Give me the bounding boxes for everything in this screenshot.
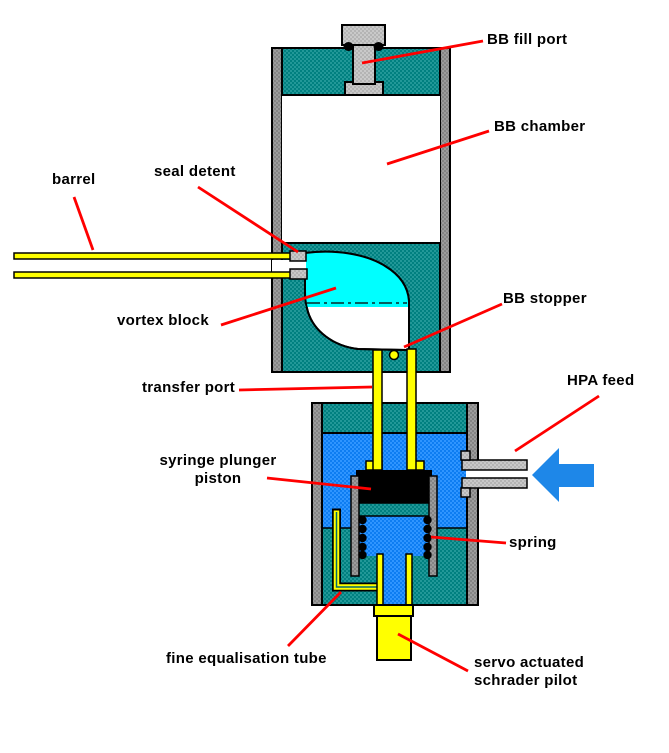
barrel-upper-wall bbox=[13, 252, 292, 260]
leader-schrader-pilot bbox=[397, 632, 469, 673]
valve-left-wall bbox=[311, 402, 323, 606]
leader-vortex-block bbox=[220, 286, 337, 327]
label-hpa-feed: HPA feed bbox=[567, 372, 635, 389]
leader-equalisation-tube bbox=[287, 591, 342, 647]
piston-seal bbox=[357, 502, 432, 517]
spring-coils bbox=[358, 515, 432, 560]
label-syringe-plunger-piston: syringe plunger piston bbox=[159, 452, 277, 487]
schrader-pilot-flange bbox=[373, 604, 414, 617]
transfer-port-wall-right bbox=[406, 348, 417, 471]
bb-stopper-ball bbox=[388, 349, 400, 361]
leader-syringe-piston bbox=[266, 476, 372, 491]
hpa-feed-flange-top bbox=[460, 450, 471, 461]
leader-bb-stopper bbox=[403, 302, 503, 349]
valve-body-top-band bbox=[321, 402, 468, 434]
syringe-plunger-piston bbox=[356, 470, 432, 503]
chamber-left-wall bbox=[271, 47, 283, 373]
label-vortex-block: vortex block bbox=[117, 312, 209, 329]
valve-right-wall bbox=[466, 402, 479, 606]
valve-body-assembly bbox=[311, 402, 594, 661]
leader-barrel bbox=[72, 196, 95, 251]
seal-detent-lower bbox=[289, 268, 308, 280]
label-bb-chamber: BB chamber bbox=[494, 118, 586, 135]
hpa-feed-lower-wall bbox=[461, 477, 528, 489]
hpa-flow-arrow bbox=[532, 448, 594, 502]
leader-hpa-feed bbox=[514, 394, 600, 453]
leader-spring bbox=[430, 535, 507, 545]
fill-port-oring-right bbox=[373, 42, 384, 51]
label-bb-stopper: BB stopper bbox=[503, 290, 587, 307]
hpa-feed-flange-bottom bbox=[460, 487, 471, 498]
leader-lines bbox=[72, 39, 600, 673]
barrel-lower-wall bbox=[13, 271, 292, 279]
fill-port-cap bbox=[341, 24, 386, 46]
chamber-right-wall bbox=[439, 47, 451, 373]
label-barrel: barrel bbox=[52, 171, 96, 188]
pilot-channel-wall-right bbox=[405, 553, 413, 606]
label-servo-actuated-schrader-pilot: servo actuated schrader pilot bbox=[474, 654, 585, 689]
pilot-channel bbox=[383, 554, 406, 605]
label-seal-detent: seal detent bbox=[154, 163, 236, 180]
bb-chamber-cavity bbox=[282, 96, 440, 243]
leader-bb-chamber bbox=[386, 129, 490, 166]
schrader-pilot-body bbox=[376, 615, 412, 661]
hpa-feed-tube bbox=[460, 450, 528, 498]
transfer-port-wall-left bbox=[372, 349, 383, 471]
label-fine-equalisation-tube: fine equalisation tube bbox=[166, 650, 327, 667]
label-bb-fill-port: BB fill port bbox=[487, 31, 568, 48]
pilot-channel-wall-left bbox=[376, 553, 384, 606]
leader-bb-fill-port bbox=[361, 39, 484, 65]
label-spring: spring bbox=[509, 534, 557, 551]
spring-chamber bbox=[359, 516, 429, 556]
leader-seal-detent bbox=[197, 185, 299, 254]
bb-chamber-assembly bbox=[13, 24, 451, 373]
cylinder-wall-left bbox=[350, 475, 360, 577]
label-transfer-port: transfer port bbox=[142, 379, 236, 396]
fill-port-oring-left bbox=[343, 42, 354, 51]
leader-transfer-port bbox=[238, 385, 373, 392]
hpa-feed-upper-wall bbox=[461, 459, 528, 471]
transfer-port bbox=[365, 348, 425, 471]
seal-detent-upper bbox=[289, 250, 307, 262]
fine-equalisation-tube bbox=[332, 508, 377, 592]
